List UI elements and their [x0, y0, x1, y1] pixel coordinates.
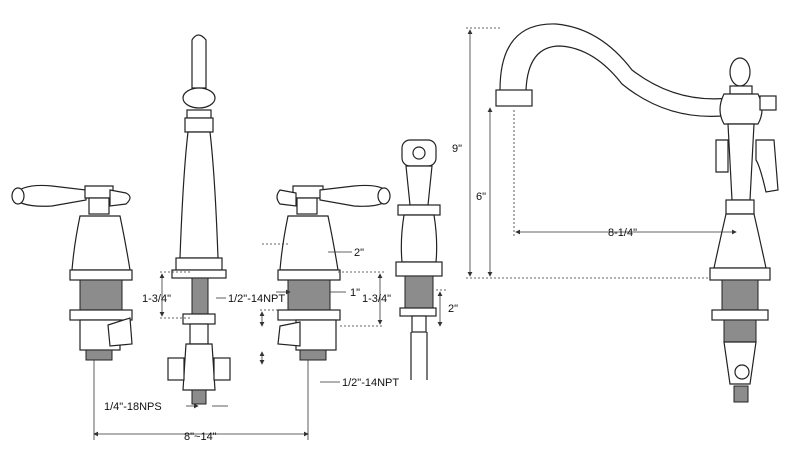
- npt-thread-upper-label: 1/2"-14NPT: [228, 293, 285, 305]
- spread-label: 8"~14": [184, 431, 217, 443]
- sprayer-shank-label: 2": [448, 303, 458, 315]
- dimension-lines: [93, 27, 737, 440]
- spout-reach-label: 8-1/4": [608, 227, 637, 239]
- spout-height-total-label: 9": [452, 143, 462, 155]
- dimension-labels: 8"~14" 1/4"-18NPS 1-3/4" 1/2"-14NPT 2" 1…: [104, 143, 637, 443]
- npt-thread-lower-label: 1/2"-14NPT: [342, 377, 399, 389]
- handle-shank-label: 1": [350, 287, 360, 299]
- center-spout: [167, 34, 231, 405]
- handle-base-label: 2": [354, 247, 364, 259]
- spout-shank-height-label: 1-3/4": [142, 293, 171, 305]
- handle-shank-height-label: 1-3/4": [362, 293, 391, 305]
- bridge-faucet: [495, 23, 779, 403]
- right-handle-valve: [276, 184, 391, 361]
- spout-height-outlet-label: 6": [476, 191, 486, 203]
- side-sprayer: [395, 139, 443, 380]
- supply-thread-left-label: 1/4"-18NPS: [104, 401, 162, 413]
- left-handle-valve: [11, 184, 133, 361]
